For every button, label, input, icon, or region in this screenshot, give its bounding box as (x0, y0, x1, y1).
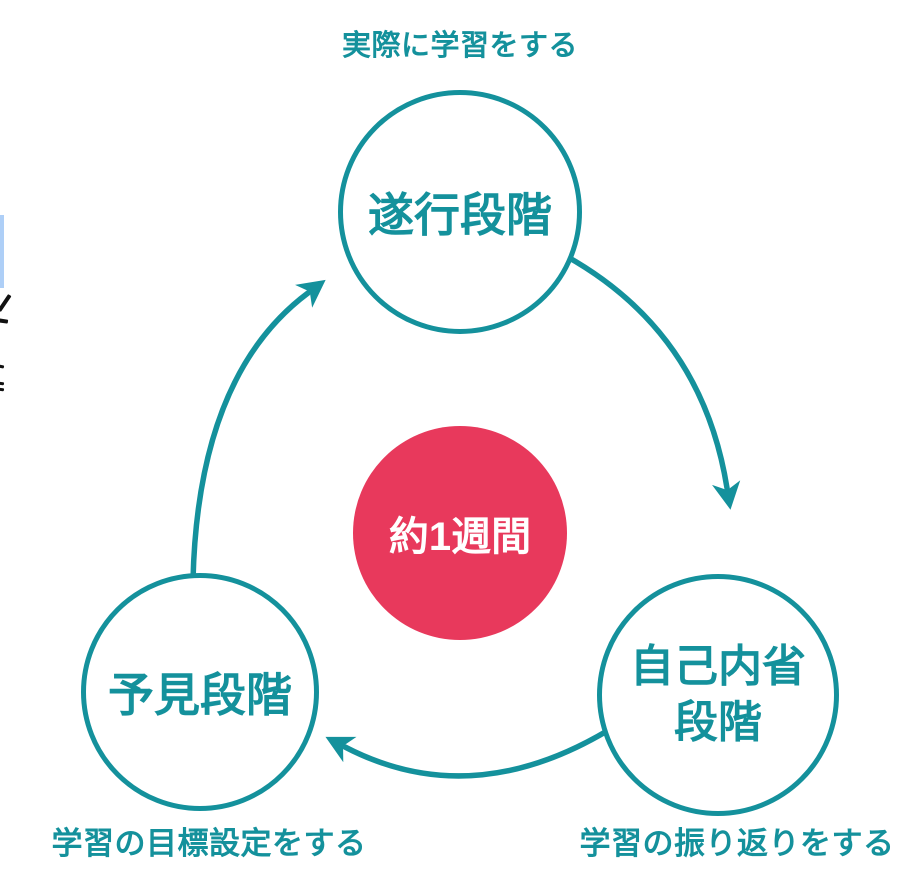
stage-label-self-reflection: 自己内省 段階 (630, 642, 806, 747)
cycle-duration-badge: 約1週間 (353, 426, 567, 640)
caption-execution: 実際に学習をする (341, 30, 579, 62)
arrow-forethought-to-execution (190, 279, 326, 583)
cycle-duration-label: 約1週間 (388, 515, 532, 559)
stage-circle-execution: 遂行段階 (338, 90, 582, 334)
stage-circle-self-reflection: 自己内省 段階 (597, 574, 839, 816)
caption-forethought: 学習の目標設定をする (51, 826, 367, 861)
clipped-glyph-fragment (0, 387, 5, 392)
stage-label-execution: 遂行段階 (368, 189, 552, 241)
clipped-glyph-fragment (0, 381, 5, 386)
caption-reflection: 学習の振り返りをする (579, 826, 895, 861)
clipped-glyph-fragment (0, 364, 5, 369)
clipped-glyph-fragment (0, 318, 9, 324)
arrow-execution-to-reflection (563, 253, 741, 510)
stage-label-forethought: 予見段階 (108, 669, 292, 721)
left-edge-highlight-bar (0, 215, 4, 288)
arrow-reflection-to-forethought (325, 728, 610, 779)
stage-circle-forethought: 予見段階 (81, 573, 319, 811)
